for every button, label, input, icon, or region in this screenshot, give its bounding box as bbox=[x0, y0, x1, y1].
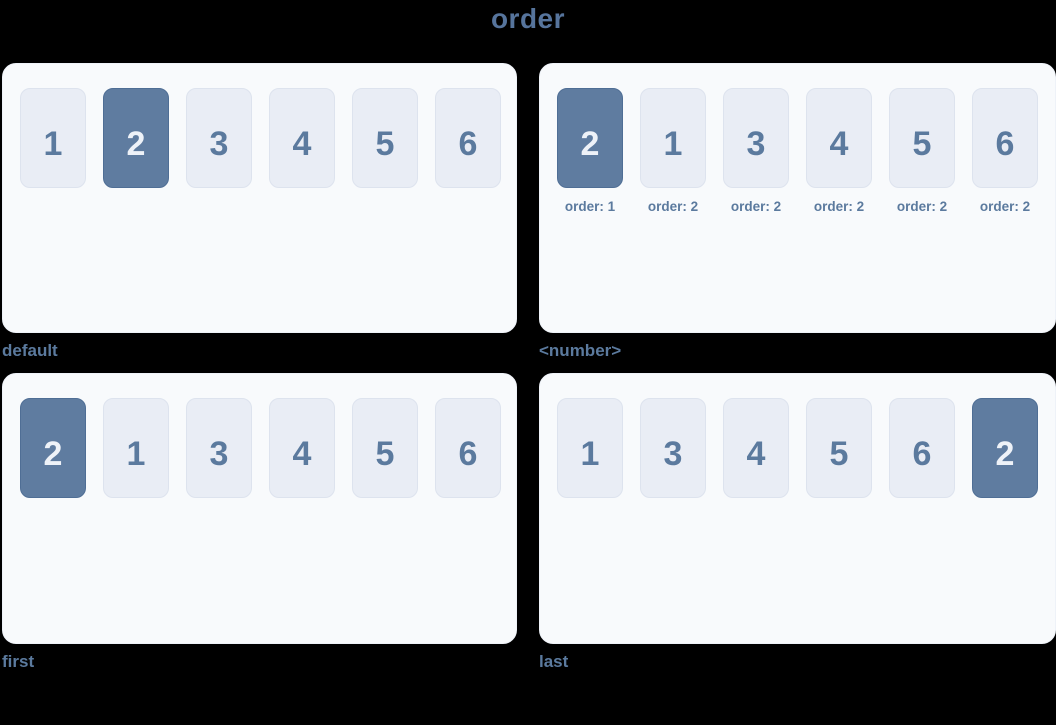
box-number: 3 bbox=[209, 124, 229, 163]
order-value-label: order: 2 bbox=[813, 199, 865, 214]
box-number: 6 bbox=[458, 434, 478, 473]
flex-item-column: 2 bbox=[103, 88, 169, 188]
flex-item-box-5: 5 bbox=[352, 88, 418, 188]
flex-item-column: 2 bbox=[20, 398, 86, 498]
flex-item-box-2-highlighted: 2 bbox=[20, 398, 86, 498]
box-number: 6 bbox=[458, 124, 478, 163]
flex-item-box-4: 4 bbox=[269, 88, 335, 188]
flex-item-box-5: 5 bbox=[806, 398, 872, 498]
flex-row-first: 2 1 3 4 5 6 bbox=[3, 374, 516, 498]
box-number: 5 bbox=[375, 124, 395, 163]
flex-item-box-1: 1 bbox=[103, 398, 169, 498]
flex-item-column: 6 bbox=[435, 398, 501, 498]
box-number: 1 bbox=[580, 434, 600, 473]
flex-item-box-1: 1 bbox=[557, 398, 623, 498]
flex-item-box-2-highlighted: 2 bbox=[557, 88, 623, 188]
panel-number: 2 order: 1 1 order: 2 3 order: 2 4 order: 2 5 ord… bbox=[539, 63, 1056, 333]
order-value-label: order: 2 bbox=[647, 199, 699, 214]
flex-item-box-6: 6 bbox=[972, 88, 1038, 188]
panel-label-default: default bbox=[2, 341, 58, 360]
order-value-label: order: 1 bbox=[564, 199, 616, 214]
example-default: 1 2 3 4 5 6 default bbox=[2, 63, 517, 361]
panel-last: 1 3 4 5 6 2 bbox=[539, 373, 1056, 644]
flex-item-box-3: 3 bbox=[723, 88, 789, 188]
box-number: 5 bbox=[912, 124, 932, 163]
flex-item-box-6: 6 bbox=[435, 398, 501, 498]
panel-first: 2 1 3 4 5 6 bbox=[2, 373, 517, 644]
panel-label-number: <number> bbox=[539, 341, 622, 360]
panel-default: 1 2 3 4 5 6 bbox=[2, 63, 517, 333]
panel-label-first: first bbox=[2, 652, 35, 671]
flex-item-column: 6 bbox=[889, 398, 955, 498]
flex-item-column: 6 bbox=[435, 88, 501, 188]
flex-item-column: 4 bbox=[269, 88, 335, 188]
box-number: 6 bbox=[912, 434, 932, 473]
flex-item-box-1: 1 bbox=[640, 88, 706, 188]
flex-item-column: 5 bbox=[352, 88, 418, 188]
flex-item-box-3: 3 bbox=[640, 398, 706, 498]
flex-row-number: 2 order: 1 1 order: 2 3 order: 2 4 order: 2 5 ord… bbox=[540, 64, 1055, 214]
flex-item-box-3: 3 bbox=[186, 398, 252, 498]
flex-item-box-6: 6 bbox=[435, 88, 501, 188]
flex-item-box-3: 3 bbox=[186, 88, 252, 188]
flex-item-column: 1 order: 2 bbox=[640, 88, 706, 214]
flex-item-box-5: 5 bbox=[889, 88, 955, 188]
flex-item-column: 3 bbox=[186, 398, 252, 498]
flex-item-column: 4 bbox=[723, 398, 789, 498]
example-last: 1 3 4 5 6 2 last bbox=[539, 373, 1056, 672]
box-number: 4 bbox=[746, 434, 766, 473]
flex-item-column: 3 order: 2 bbox=[723, 88, 789, 214]
box-number: 4 bbox=[829, 124, 849, 163]
order-value-label: order: 2 bbox=[979, 199, 1031, 214]
page-title: order bbox=[490, 3, 566, 34]
flex-item-column: 4 order: 2 bbox=[806, 88, 872, 214]
example-number: 2 order: 1 1 order: 2 3 order: 2 4 order: 2 5 ord… bbox=[539, 63, 1056, 361]
example-first: 2 1 3 4 5 6 first bbox=[2, 373, 517, 672]
flex-item-column: 1 bbox=[557, 398, 623, 498]
box-number: 6 bbox=[995, 124, 1015, 163]
flex-item-column: 3 bbox=[640, 398, 706, 498]
flex-item-column: 1 bbox=[103, 398, 169, 498]
flex-item-column: 3 bbox=[186, 88, 252, 188]
flex-item-box-2-highlighted: 2 bbox=[972, 398, 1038, 498]
flex-item-box-4: 4 bbox=[269, 398, 335, 498]
flex-item-box-2-highlighted: 2 bbox=[103, 88, 169, 188]
box-number: 2 bbox=[43, 434, 63, 473]
order-value-label: order: 2 bbox=[730, 199, 782, 214]
box-number: 2 bbox=[580, 124, 600, 163]
flex-item-box-5: 5 bbox=[352, 398, 418, 498]
flex-item-column: 6 order: 2 bbox=[972, 88, 1038, 214]
flex-item-column: 5 bbox=[806, 398, 872, 498]
flex-item-box-4: 4 bbox=[723, 398, 789, 498]
flex-item-box-6: 6 bbox=[889, 398, 955, 498]
flex-row-last: 1 3 4 5 6 2 bbox=[540, 374, 1055, 498]
box-number: 2 bbox=[995, 434, 1015, 473]
box-number: 4 bbox=[292, 434, 312, 473]
box-number: 3 bbox=[663, 434, 683, 473]
box-number: 4 bbox=[292, 124, 312, 163]
panel-label-last: last bbox=[539, 652, 569, 671]
order-value-label: order: 2 bbox=[896, 199, 948, 214]
box-number: 5 bbox=[829, 434, 849, 473]
flex-item-box-1: 1 bbox=[20, 88, 86, 188]
box-number: 3 bbox=[746, 124, 766, 163]
flex-item-column: 2 order: 1 bbox=[557, 88, 623, 214]
flex-item-column: 5 bbox=[352, 398, 418, 498]
flex-item-column: 2 bbox=[972, 398, 1038, 498]
box-number: 5 bbox=[375, 434, 395, 473]
box-number: 3 bbox=[209, 434, 229, 473]
flex-item-box-4: 4 bbox=[806, 88, 872, 188]
flex-item-column: 4 bbox=[269, 398, 335, 498]
flex-item-column: 5 order: 2 bbox=[889, 88, 955, 214]
flex-item-column: 1 bbox=[20, 88, 86, 188]
flex-row-default: 1 2 3 4 5 6 bbox=[3, 64, 516, 188]
box-number: 1 bbox=[663, 124, 683, 163]
box-number: 1 bbox=[43, 124, 63, 163]
box-number: 1 bbox=[126, 434, 146, 473]
box-number: 2 bbox=[126, 124, 146, 163]
